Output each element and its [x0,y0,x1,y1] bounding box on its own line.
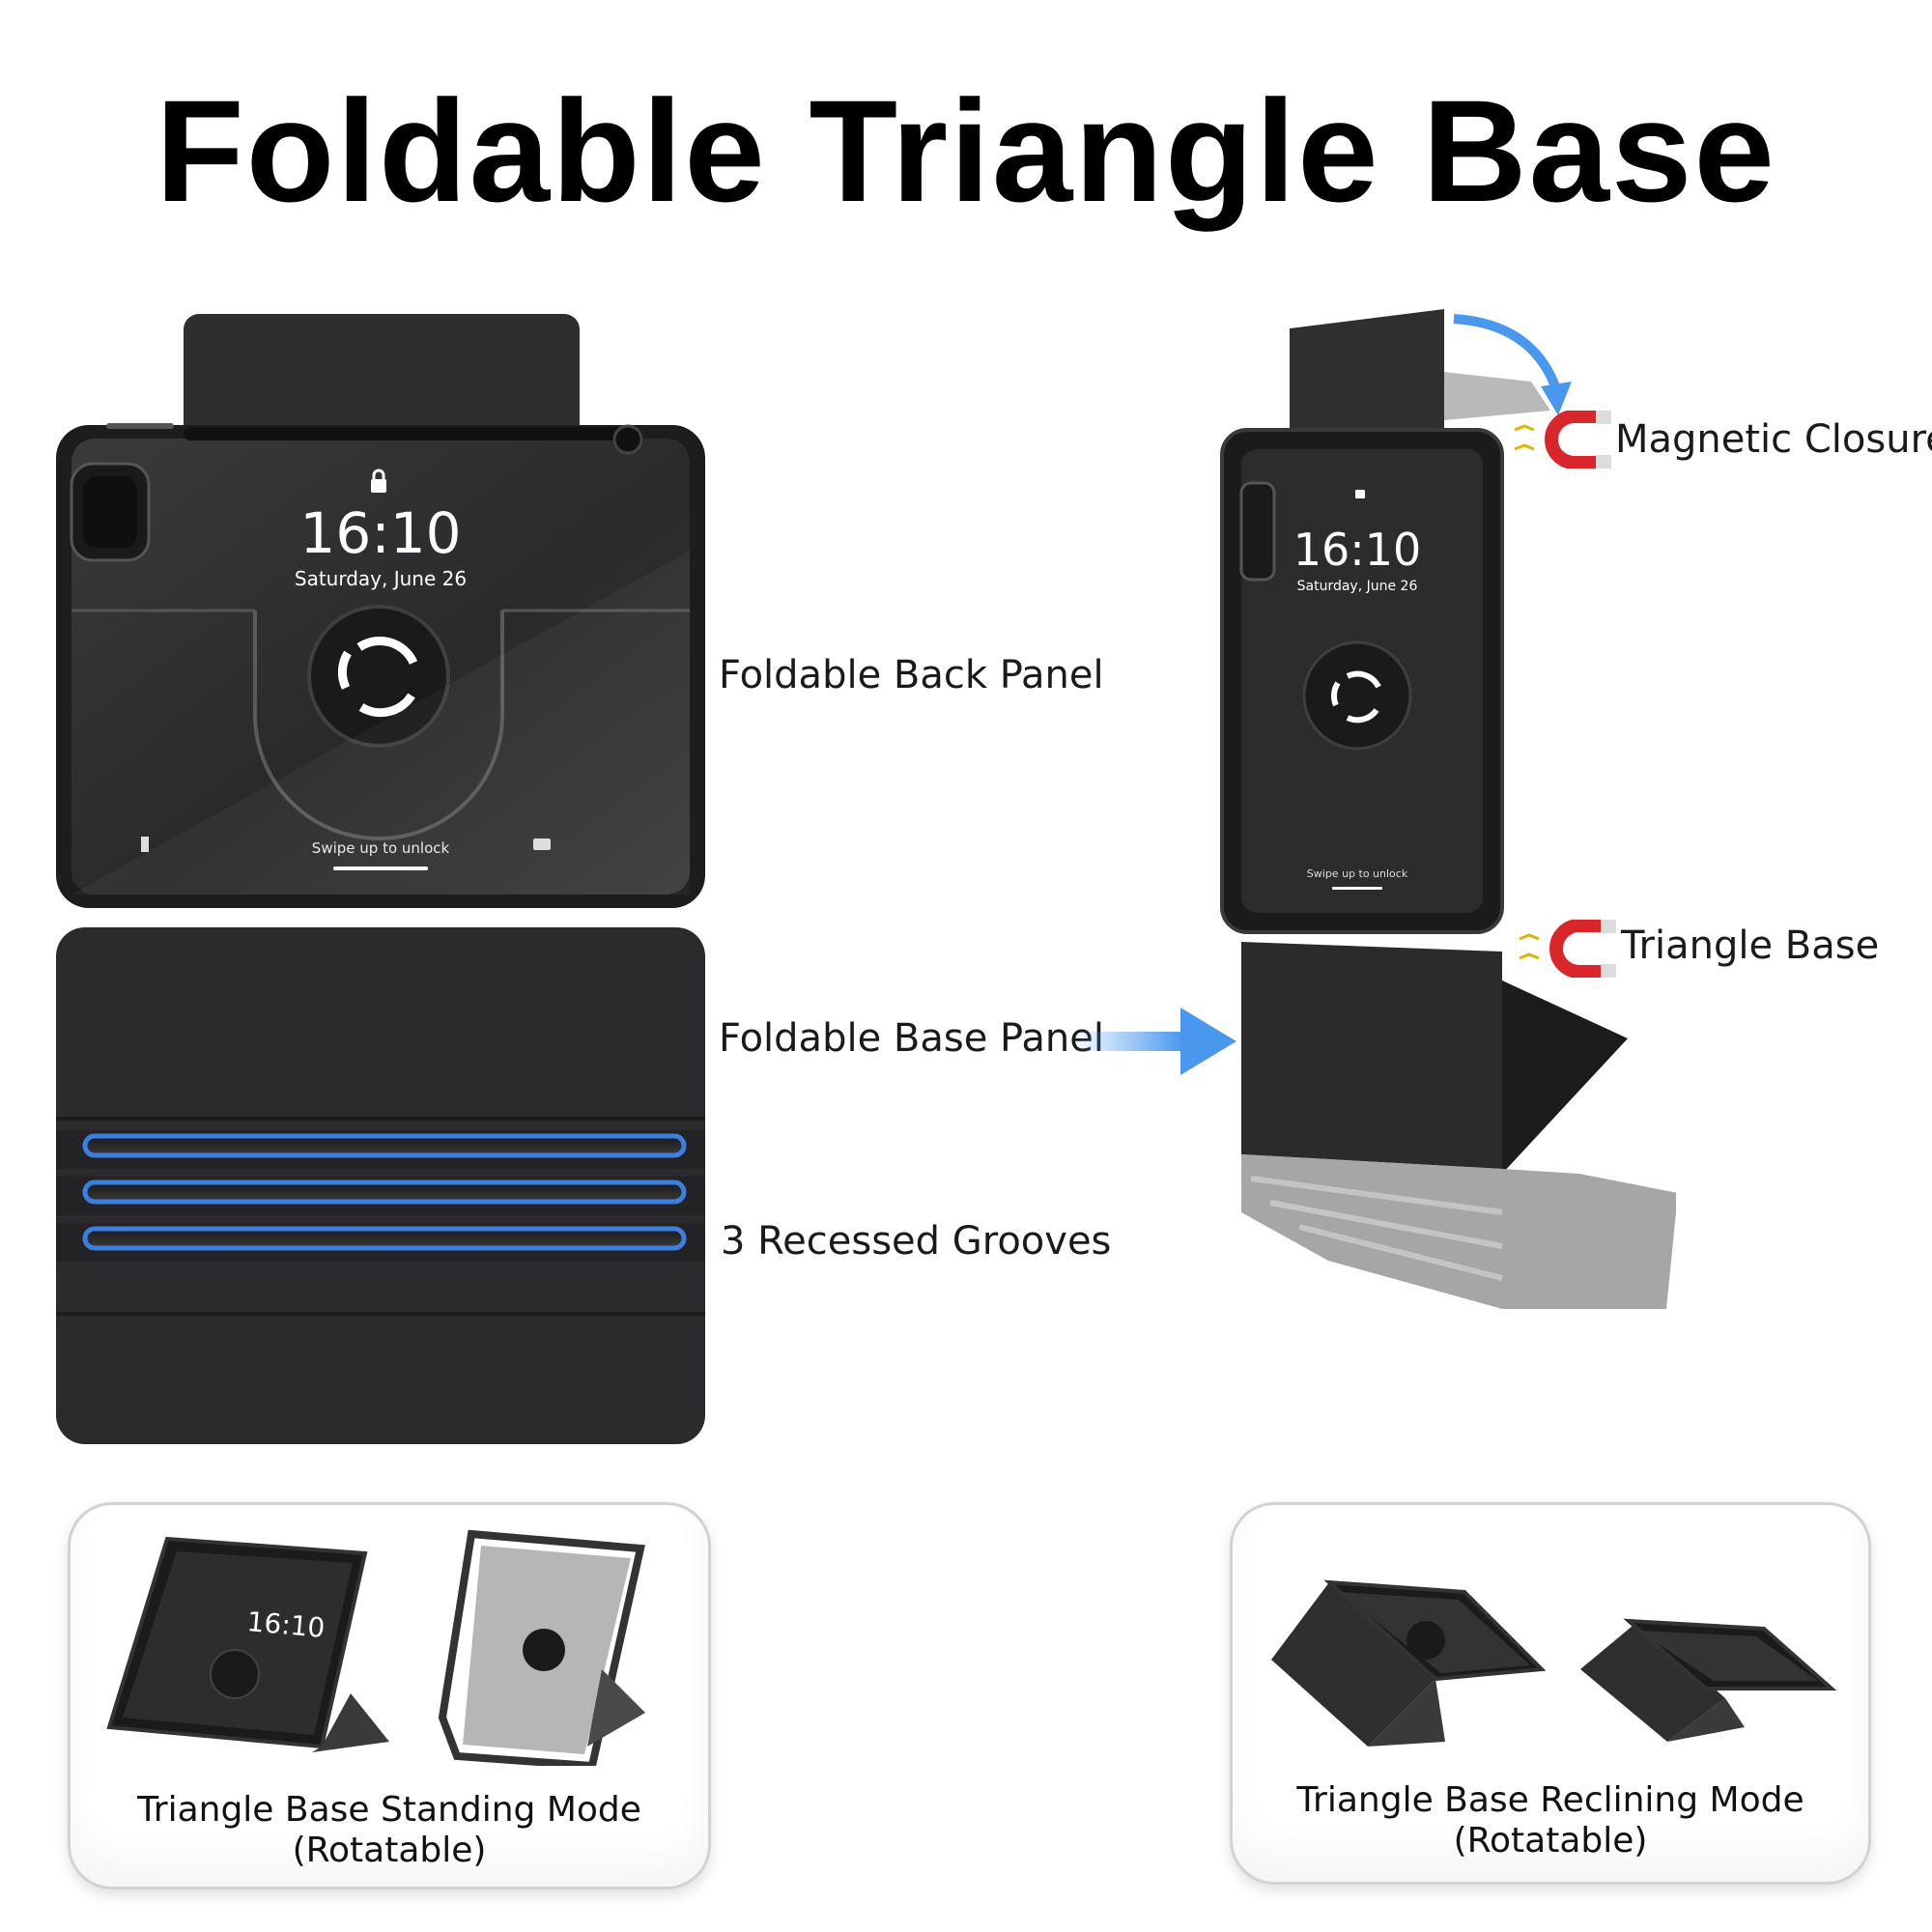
svg-text:Saturday, June 26: Saturday, June 26 [1297,579,1418,594]
case-flat-view: 16:10 Saturday, June 26 Swipe up to unlo… [56,314,705,1444]
unlock-hint: Swipe up to unlock [312,839,450,857]
flashlight-icon [141,837,149,852]
magnet-icon [1514,411,1611,469]
page-title: Foldable Triangle Base [156,70,1776,232]
callout-magnetic-closure: Magnetic Closure [1615,417,1932,462]
rotate-icon [1331,670,1381,724]
svg-text:16:10: 16:10 [1293,524,1422,576]
groove-2 [82,1179,687,1205]
camera-icon [533,838,551,850]
recessed-grooves [56,1130,705,1262]
reclining-mode-card: Triangle Base Reclining Mode (Rotatable) [1230,1502,1871,1885]
case-side-view: 16:10 Saturday, June 26 Swipe up to unlo… [1220,309,1676,1309]
reclining-mode-line2: (Rotatable) [1453,1821,1648,1861]
rotation-disc [307,605,450,748]
callout-grooves: 3 Recessed Grooves [721,1219,1112,1264]
standing-mode-card: 16:10 Triangle Base Standing Mode (Rotat… [68,1502,711,1889]
lock-icon [1355,490,1365,498]
callout-back-panel: Foldable Back Panel [719,653,1104,697]
magnet-icon [1519,920,1616,978]
reclining-mode-line1: Triangle Base Reclining Mode [1296,1780,1804,1820]
callout-base-panel: Foldable Base Panel [719,1016,1104,1061]
lock-date: Saturday, June 26 [295,567,467,590]
lock-time: 16:10 [299,500,461,566]
groove-1 [82,1133,687,1158]
lock-icon [371,469,386,493]
standing-mode-line2: (Rotatable) [292,1831,487,1870]
svg-text:Swipe up to unlock: Swipe up to unlock [1307,867,1408,880]
top-flap [184,314,580,440]
callout-triangle-base: Triangle Base [1621,923,1880,968]
svg-text:16:10: 16:10 [245,1605,326,1644]
arrow-icon [1072,1008,1236,1075]
groove-3 [82,1226,687,1251]
standing-mode-line1: Triangle Base Standing Mode [137,1790,641,1830]
rotate-icon [337,637,418,718]
